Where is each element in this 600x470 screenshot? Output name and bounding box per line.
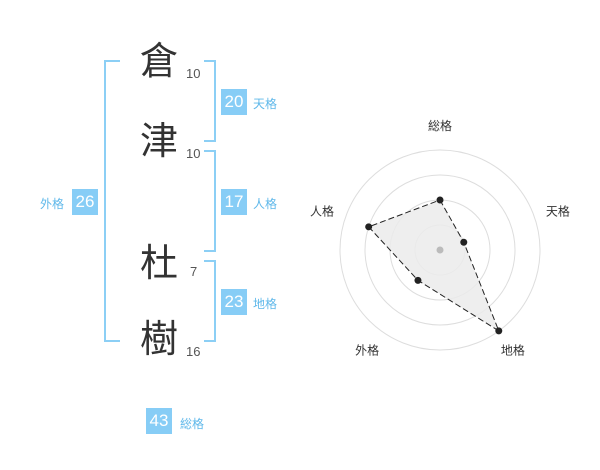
chikaku-value: 23 (221, 289, 247, 315)
chikaku-label: 地格 (253, 297, 278, 311)
radar-axis-label-1: 総格 (428, 118, 452, 133)
radar-ring (339, 149, 541, 351)
gaikaku-label: 外格 (40, 197, 65, 211)
radar-point-5 (365, 223, 373, 231)
tenkaku-value: 20 (221, 89, 247, 115)
radar-axis-label-3: 地格 (501, 342, 525, 357)
stroke-count-4: 16 (186, 344, 201, 359)
jinkaku-value: 17 (221, 189, 247, 215)
radar-point-3 (495, 327, 503, 335)
chikaku-bracket (204, 260, 216, 342)
tenkaku-bracket (204, 60, 216, 142)
radar-axis-label-2: 天格 (546, 204, 570, 219)
name-char-4: 樹 (140, 317, 179, 361)
gaikaku-value: 26 (72, 189, 98, 215)
radar-axis-label-5: 人格 (310, 204, 334, 219)
stroke-count-1: 10 (186, 66, 201, 81)
radar-point-1 (436, 196, 444, 204)
radar-axis-label-4: 外格 (355, 342, 379, 357)
radar-center-dot (436, 246, 444, 254)
radar-point-4 (414, 276, 422, 284)
name-char-2: 津 (140, 119, 179, 163)
stroke-count-3: 7 (190, 264, 198, 279)
gaikaku-bracket (104, 60, 120, 342)
stroke-count-2: 10 (186, 146, 201, 161)
radar-data-polygon (367, 199, 500, 333)
radar-ring (364, 174, 516, 326)
radar-point-2 (460, 238, 468, 246)
soukaku-value: 43 (146, 408, 172, 434)
jinkaku-label: 人格 (253, 197, 278, 211)
name-char-1: 倉 (140, 39, 179, 83)
tenkaku-label: 天格 (253, 97, 278, 111)
jinkaku-bracket (204, 150, 216, 252)
name-char-3: 杜 (140, 241, 179, 285)
soukaku-label: 総格 (180, 417, 205, 431)
